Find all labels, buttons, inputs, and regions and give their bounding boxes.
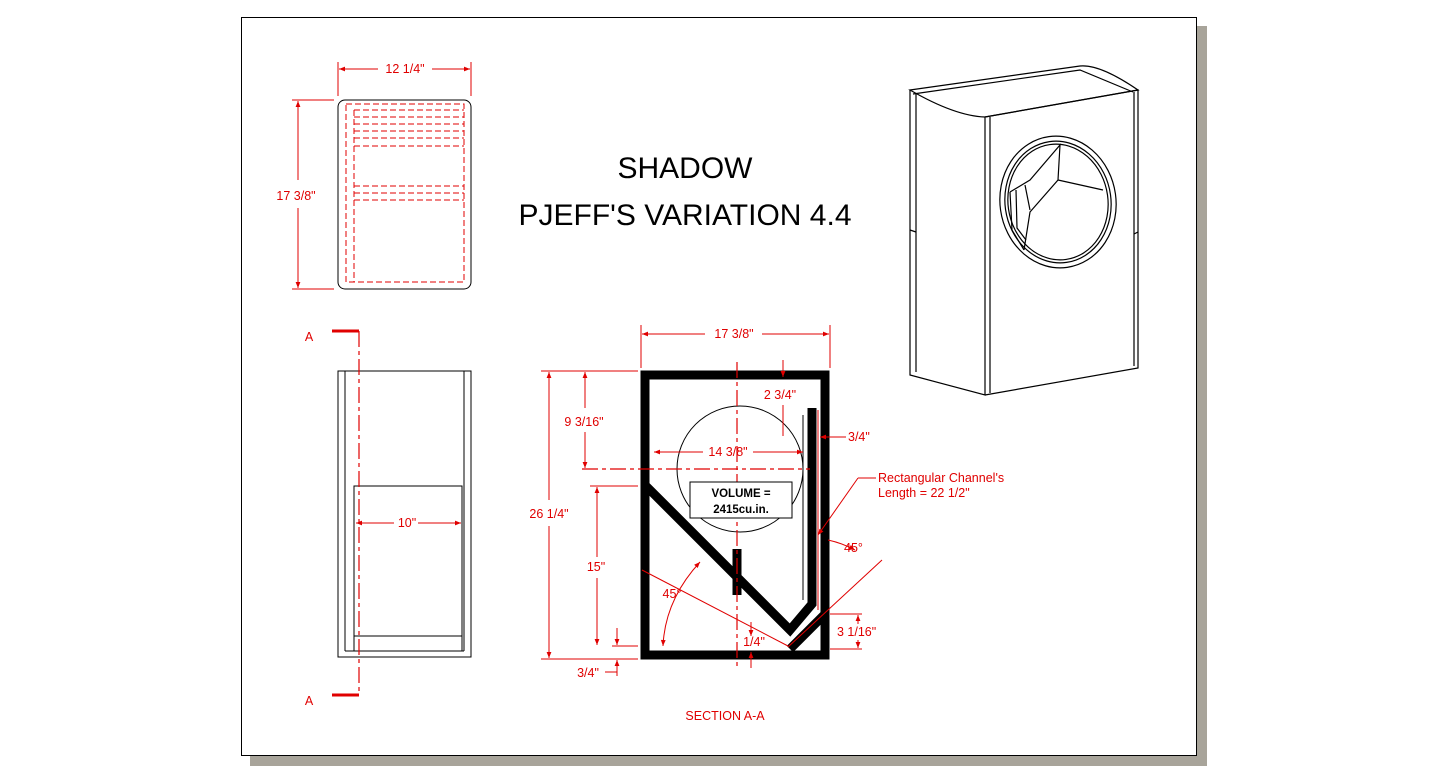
section-outer-wall bbox=[640, 370, 830, 660]
section-caption: SECTION A-A bbox=[685, 709, 765, 723]
angle-right-label: 45° bbox=[844, 541, 863, 555]
corner-label: 3 1/16" bbox=[837, 625, 876, 639]
top-view-outline bbox=[337, 99, 472, 290]
driver-center-label: 9 3/16" bbox=[564, 415, 603, 429]
top-view-hidden-lines bbox=[345, 103, 465, 283]
channel-note-line1: Rectangular Channel's bbox=[878, 471, 1004, 485]
gap-label: 1/4" bbox=[743, 635, 765, 649]
top-view: 12 1/4" 17 3/8" bbox=[276, 62, 472, 290]
top-view-height-label: 17 3/8" bbox=[276, 189, 315, 203]
port-outline bbox=[353, 485, 463, 652]
section-mark-top: A bbox=[305, 330, 314, 344]
driver-diameter-label: 14 3/8" bbox=[708, 445, 747, 459]
front-view-outline bbox=[337, 370, 472, 658]
drawing-sheet bbox=[241, 17, 1197, 756]
top-view-width-label: 12 1/4" bbox=[385, 62, 424, 76]
section-corner-wall bbox=[786, 610, 829, 653]
section-baffle-wall bbox=[641, 408, 817, 637]
port-width-label: 10" bbox=[398, 516, 416, 530]
divider-offset-label: 2 3/4" bbox=[764, 388, 796, 402]
bottom-panel-label: 3/4" bbox=[577, 666, 599, 680]
divider-height-label: 15" bbox=[587, 560, 605, 574]
channel-wall-label: 3/4" bbox=[848, 430, 870, 444]
front-view: A A 10" bbox=[305, 329, 472, 708]
volume-line1: VOLUME = bbox=[711, 488, 770, 500]
section-height-label: 26 1/4" bbox=[529, 507, 568, 521]
iso-driver-outer bbox=[999, 135, 1117, 269]
isometric-view bbox=[908, 65, 1140, 396]
section-mark-bottom: A bbox=[305, 694, 314, 708]
section-view: VOLUME = 2415cu.in. 17 3/8" 26 1/4" 9 3/… bbox=[529, 325, 1004, 723]
volume-line2: 2415cu.in. bbox=[713, 504, 769, 516]
channel-note-line2: Length = 22 1/2" bbox=[878, 486, 970, 500]
volume-box bbox=[689, 481, 793, 519]
section-width-label: 17 3/8" bbox=[714, 327, 753, 341]
angle-left-label: 45° bbox=[663, 587, 682, 601]
title-line2: PJEFF'S VARIATION 4.4 bbox=[518, 199, 851, 232]
title-line1: SHADOW bbox=[618, 152, 754, 185]
